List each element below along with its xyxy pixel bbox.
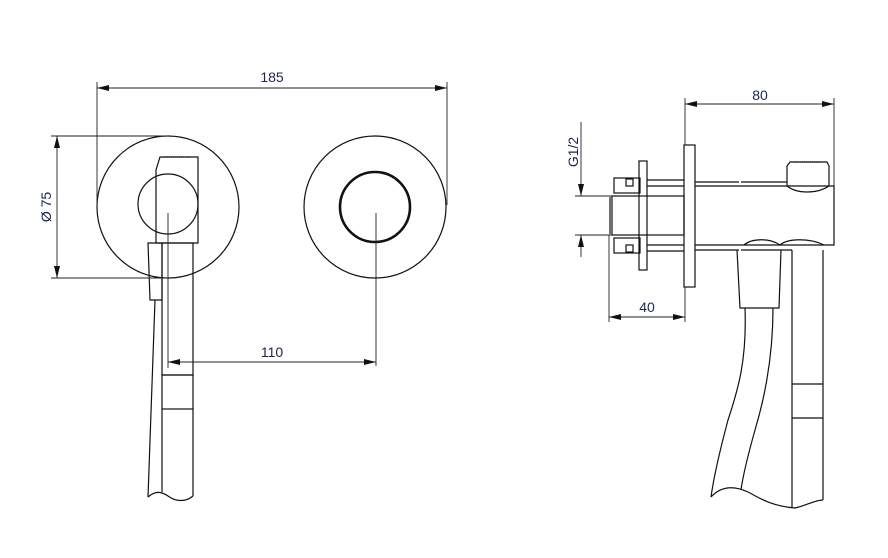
dimension-185: 185 [96, 69, 448, 205]
mixer-body-side [609, 144, 835, 288]
front-view: 185 Ø 75 110 [38, 69, 448, 502]
dimension-label: Ø 75 [38, 192, 54, 223]
diverter-escutcheon [303, 135, 447, 279]
dimension-110: 110 [167, 213, 377, 368]
hand-shower-handle [147, 242, 194, 502]
side-view: 80 G1/2 40 [565, 87, 835, 509]
dimension-80: 80 [684, 87, 835, 186]
dimension-label: 185 [260, 69, 284, 85]
dimension-label: 110 [261, 344, 284, 360]
dimension-label: 80 [752, 87, 768, 103]
hand-shower-side [710, 249, 824, 509]
dimension-thread: G1/2 [565, 122, 612, 257]
dimension-label: G1/2 [565, 137, 581, 168]
dimension-label: 40 [639, 299, 655, 315]
dimension-40: 40 [608, 235, 686, 322]
dimension-diameter: Ø 75 [38, 135, 168, 279]
